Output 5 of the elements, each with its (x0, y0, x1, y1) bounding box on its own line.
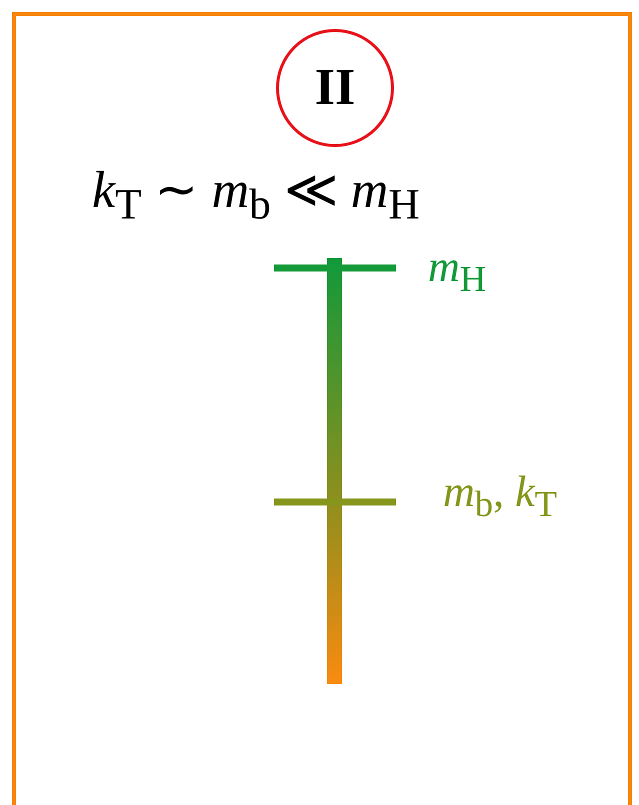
formula: k$_{T}$ ∼ m$_{b}$ ≪ m$_{H}$ (92, 165, 420, 227)
scale-label: m$_{b}$, k$_{T}$ (443, 470, 558, 522)
numeral-circle (276, 29, 394, 147)
roman-numeral: II (314, 62, 356, 114)
scale-label: m$_{H}$ (428, 245, 486, 298)
